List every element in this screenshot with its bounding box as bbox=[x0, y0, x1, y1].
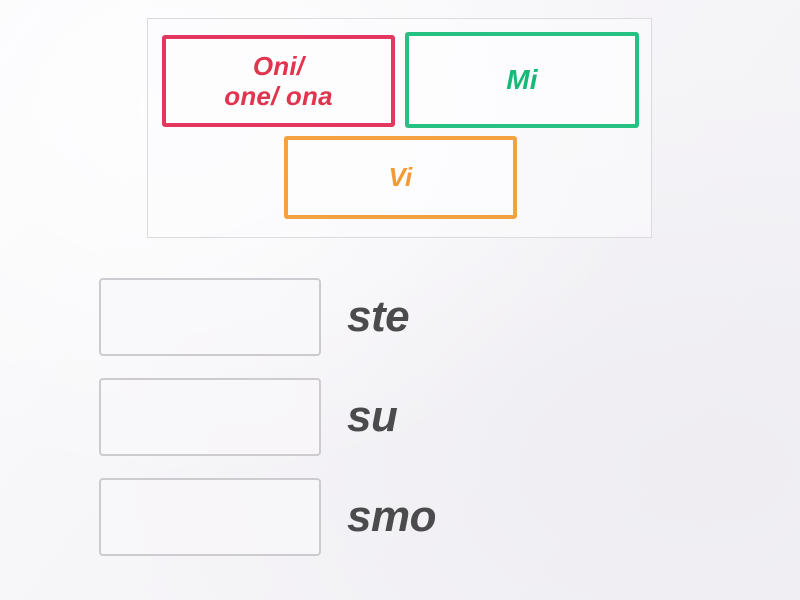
answer-word-ste: ste bbox=[347, 292, 410, 341]
tile-tray: Oni/ one/ ona Mi Vi bbox=[147, 18, 652, 238]
tile-mi-label: Mi bbox=[506, 63, 538, 95]
answer-row-smo: smo bbox=[99, 478, 436, 556]
tile-oni-line-1: Oni/ bbox=[252, 50, 305, 81]
tile-oni-text: Oni/ one/ ona bbox=[224, 51, 333, 111]
tile-vi-label: Vi bbox=[388, 162, 413, 193]
answer-row-ste: ste bbox=[99, 278, 436, 356]
answer-word-smo: smo bbox=[347, 492, 436, 541]
answer-rows: ste su smo bbox=[99, 278, 436, 578]
draggable-tile-oni[interactable]: Oni/ one/ ona bbox=[162, 35, 395, 127]
dropzone-ste[interactable] bbox=[99, 278, 321, 356]
draggable-tile-vi[interactable]: Vi bbox=[284, 136, 517, 219]
answer-row-su: su bbox=[99, 378, 436, 456]
draggable-tile-mi[interactable]: Mi bbox=[405, 32, 639, 128]
dropzone-smo[interactable] bbox=[99, 478, 321, 556]
dropzone-su[interactable] bbox=[99, 378, 321, 456]
answer-word-su: su bbox=[347, 392, 398, 441]
tile-oni-line-2: one/ ona bbox=[224, 81, 333, 111]
